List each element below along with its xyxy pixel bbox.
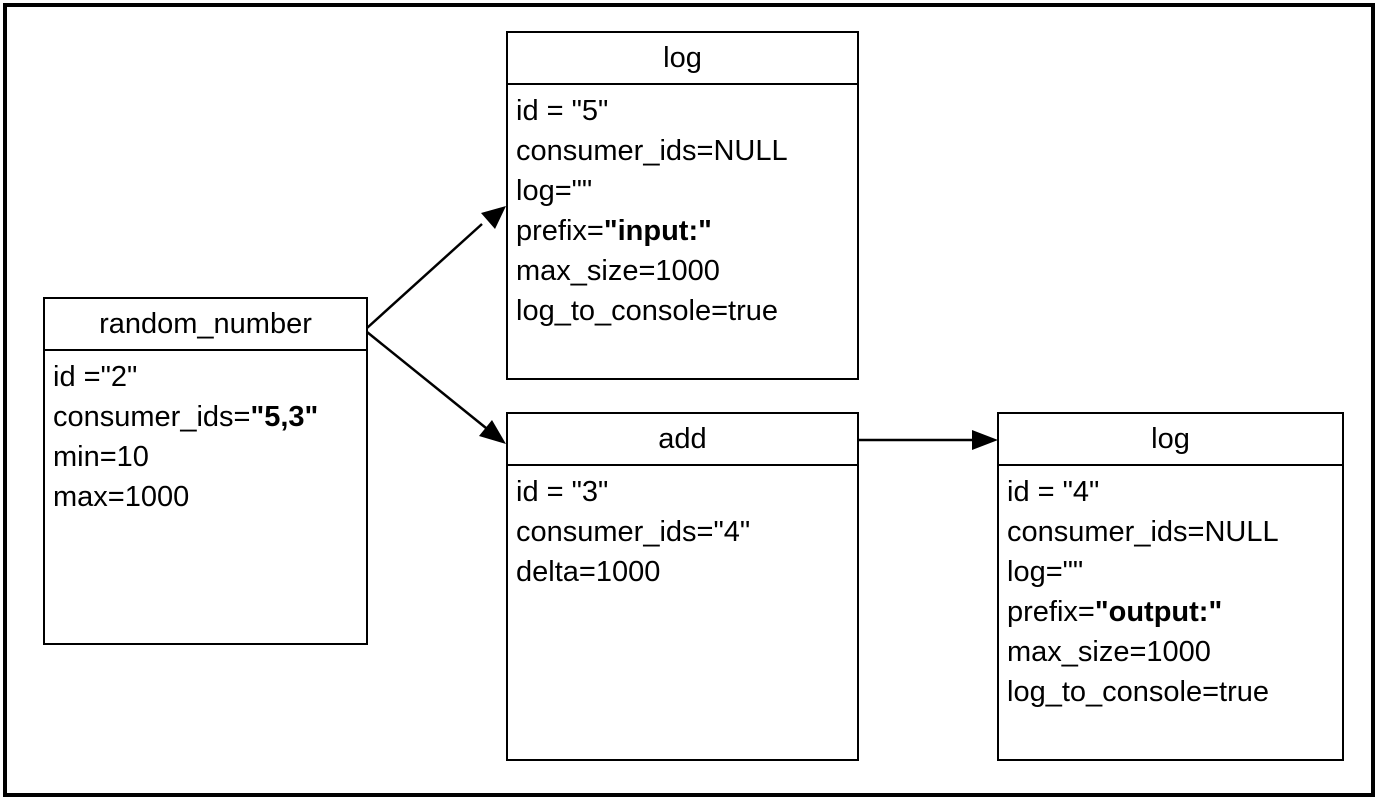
node-log-5[interactable]: log id = "5" consumer_ids=NULL log="" pr… [506,31,859,380]
attr-row: log_to_console=true [516,295,779,327]
node-attributes: id = "5" consumer_ids=NULL log="" prefix… [508,85,857,331]
attr-row: id = "4" [1007,476,1100,508]
node-title: add [508,414,857,466]
attr-row: id = "3" [516,476,609,508]
arrowhead-add [479,420,506,444]
diagram-frame [3,3,1375,797]
attr-row: consumer_ids="4" [516,516,751,548]
attr-row: max_size=1000 [1007,636,1211,668]
node-random-number[interactable]: random_number id ="2" consumer_ids="5,3"… [43,297,368,645]
attr-row: max_size=1000 [516,255,720,287]
attr-row: log="" [1007,556,1084,588]
node-title: random_number [45,299,366,351]
edge-random-number-to-add [366,331,487,429]
attr-row: max=1000 [53,481,190,513]
node-title: log [999,414,1342,466]
attr-row: log="" [516,175,593,207]
node-add[interactable]: add id = "3" consumer_ids="4" delta=1000 [506,412,859,761]
attr-row: consumer_ids="5,3" [53,401,319,433]
attr-row: min=10 [53,441,149,473]
attr-row: consumer_ids=NULL [1007,516,1279,548]
node-attributes: id = "3" consumer_ids="4" delta=1000 [508,466,857,592]
attr-row: id = "5" [516,95,609,127]
node-title: log [508,33,857,85]
attr-row: prefix="output:" [1007,596,1223,628]
attr-row: id ="2" [53,361,138,393]
node-log-4[interactable]: log id = "4" consumer_ids=NULL log="" pr… [997,412,1344,761]
attr-row: delta=1000 [516,556,661,588]
arrowhead-log4 [972,430,998,450]
attr-row: prefix="input:" [516,215,712,247]
attr-row: log_to_console=true [1007,676,1270,708]
arrowhead-log5 [481,206,506,229]
attr-row: consumer_ids=NULL [516,135,788,167]
edge-random-number-to-log5 [366,223,483,329]
node-attributes: id = "4" consumer_ids=NULL log="" prefix… [999,466,1342,712]
node-attributes: id ="2" consumer_ids="5,3" min=10 max=10… [45,351,366,517]
